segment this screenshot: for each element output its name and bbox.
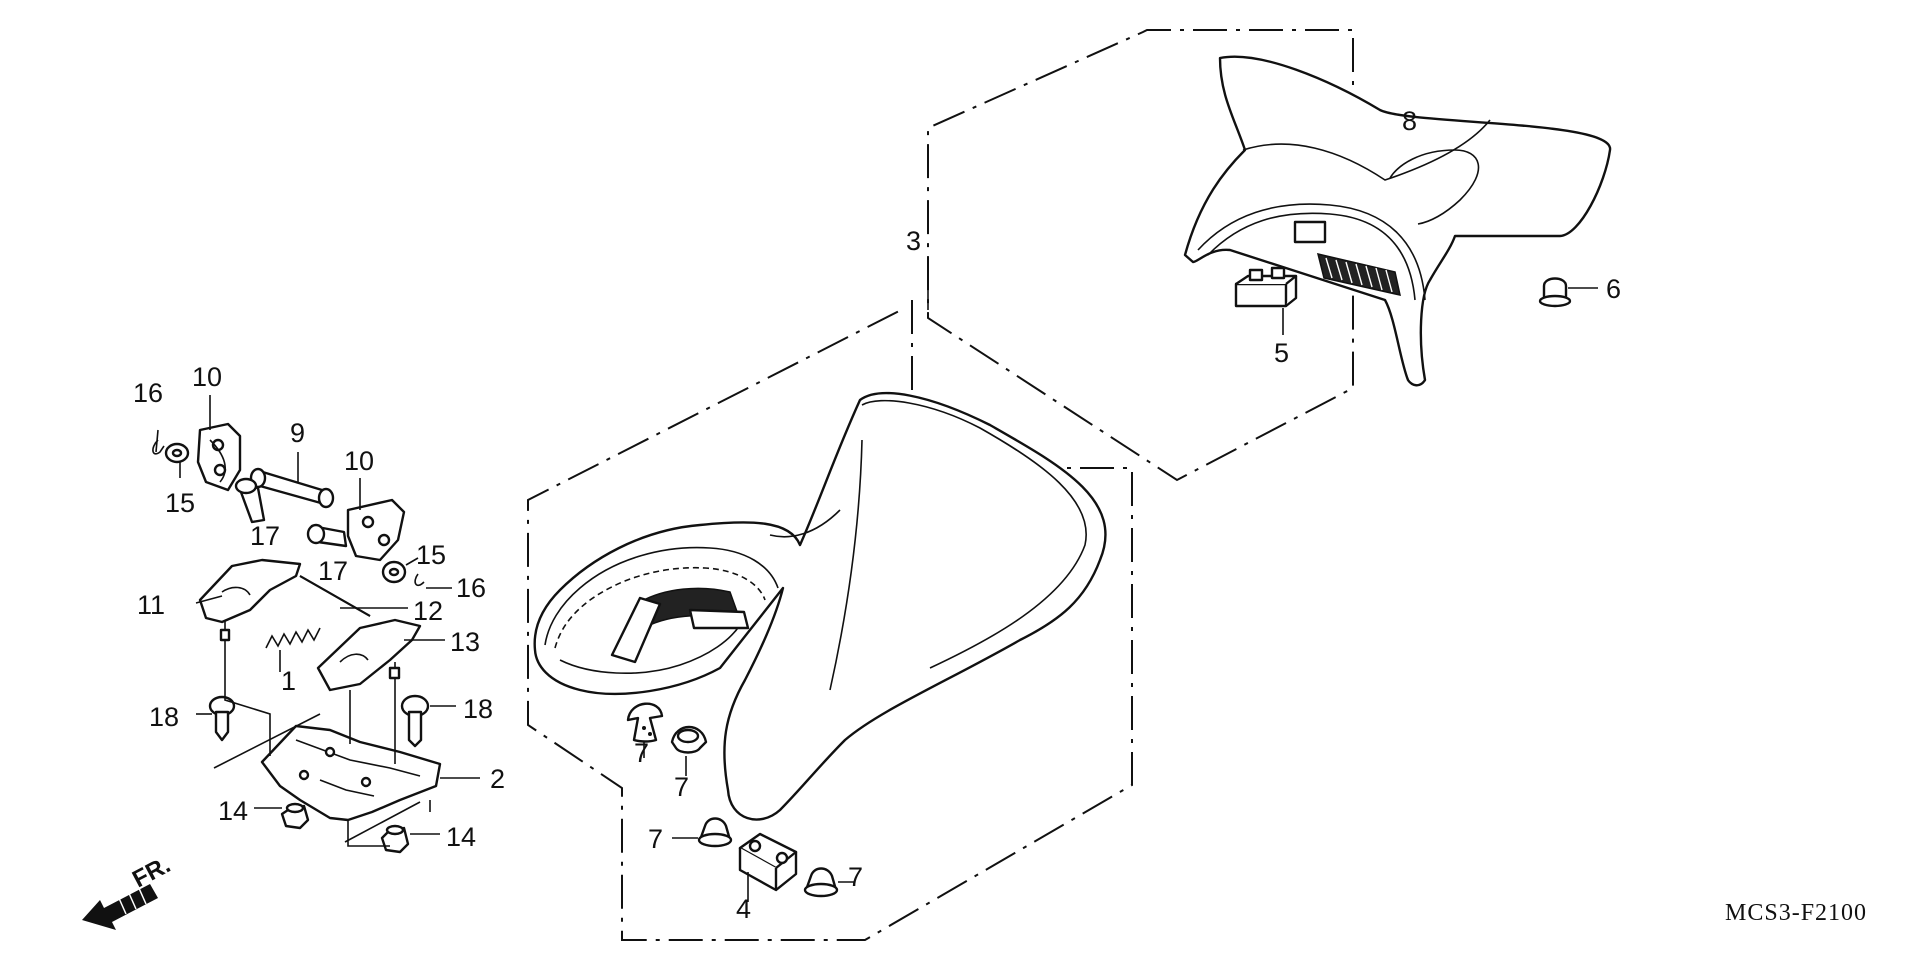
rear-seat [1183,55,1612,387]
callout-5: 5 [1274,338,1289,368]
front-seat-group [527,258,1133,941]
front-direction-label: FR. [128,851,175,893]
callout-3: 3 [906,226,921,256]
rear-seat-cushion-rubber [1234,266,1298,308]
seat-lock-bracket-left [196,422,242,492]
callout-12: 12 [413,596,443,626]
callout-2: 2 [490,764,505,794]
callout-16: 16 [456,573,486,603]
bolt-18-right [400,694,456,748]
callout-7: 7 [674,772,689,802]
front-direction-arrow: FR. [82,851,175,930]
front-seat-damper [738,832,798,902]
callout-10: 10 [192,362,222,392]
callout-1: 1 [281,666,296,696]
drawing-code: MCS3-F2100 [1725,900,1867,926]
callout-17: 17 [250,521,280,551]
front-seat-rubber-a [672,817,733,848]
callout-15: 15 [416,540,446,570]
seat-lock-group [152,395,480,854]
callout-18: 18 [149,702,179,732]
seat-lock-spring [265,627,321,672]
nut-14-right [380,824,440,854]
callout-7: 7 [848,862,863,892]
callout-10: 10 [344,446,374,476]
seat-lock-base [260,724,442,822]
callout-labels: 16 10 9 10 15 17 17 15 16 11 12 13 1 18 … [133,106,1621,924]
rear-seat-group [927,29,1612,482]
callout-4: 4 [736,894,751,924]
callout-11: 11 [137,590,165,620]
callout-18: 18 [463,694,493,724]
front-seat-clip-b [670,725,708,776]
front-seat [533,391,1107,821]
callout-16: 16 [133,378,163,408]
seat-lock-plate-upper [198,558,302,624]
callout-14: 14 [446,822,476,852]
callout-15: 15 [165,488,195,518]
callout-7: 7 [634,738,649,768]
nut-14-left [254,802,310,830]
callout-7: 7 [648,824,663,854]
callout-8: 8 [1402,106,1417,136]
front-seat-rubber-b [803,867,855,898]
callout-6: 6 [1606,274,1621,304]
callout-13: 13 [450,627,480,657]
callout-9: 9 [290,418,305,448]
front-seat-clip-a [626,702,664,758]
seat-lock-bracket-right [346,498,406,562]
seat-lock-plate-lower [316,618,422,692]
bolt-18-left [196,695,236,742]
callout-14: 14 [218,796,248,826]
rear-seat-bumper [1538,277,1598,308]
callout-17: 17 [318,556,348,586]
